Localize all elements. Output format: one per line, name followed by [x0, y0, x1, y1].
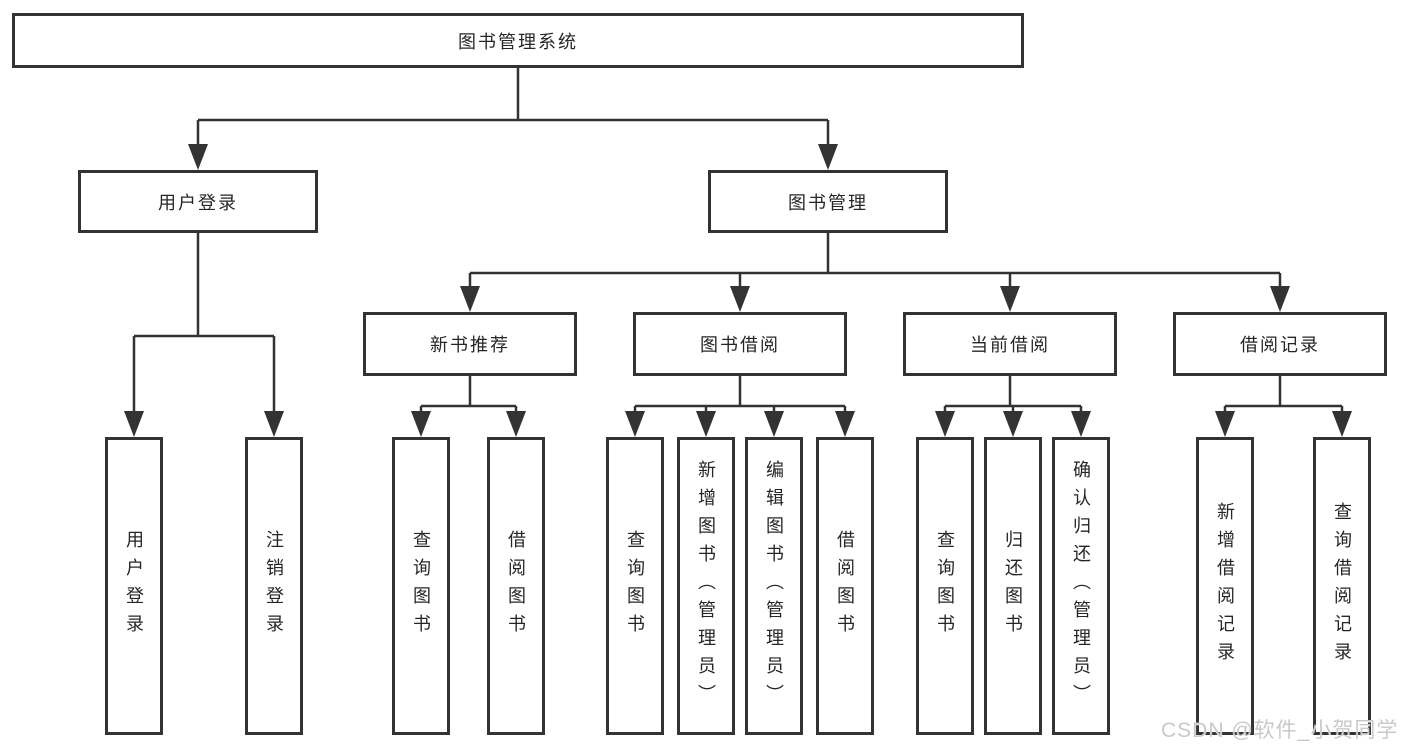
node-label: 归还图书	[1003, 530, 1023, 642]
leaf-edit-books-admin: 编辑图书（管理员）	[745, 437, 803, 735]
node-label: 当前借阅	[970, 335, 1050, 355]
node-user-login: 用户登录	[78, 170, 318, 233]
node-label: 注销登录	[264, 530, 284, 642]
node-label: 查询图书	[411, 530, 431, 642]
node-new-book-recommend: 新书推荐	[363, 312, 577, 376]
node-label: 借阅图书	[835, 530, 855, 642]
node-label: 查询图书	[935, 530, 955, 642]
node-library-management-system: 图书管理系统	[12, 13, 1024, 68]
leaf-logout: 注销登录	[245, 437, 303, 735]
node-label: 查询图书	[625, 530, 645, 642]
node-label: 查询借阅记录	[1332, 502, 1352, 670]
node-book-management: 图书管理	[708, 170, 948, 233]
node-label: 确认归还（管理员）	[1071, 460, 1091, 712]
leaf-query-books: 查询图书	[392, 437, 450, 735]
node-label: 用户登录	[124, 530, 144, 642]
leaf-borrow-books: 借阅图书	[816, 437, 874, 735]
node-label: 借阅记录	[1240, 335, 1320, 355]
node-label: 借阅图书	[506, 530, 526, 642]
node-book-borrow: 图书借阅	[633, 312, 847, 376]
node-label: 图书管理	[788, 192, 868, 213]
leaf-query-borrow-record: 查询借阅记录	[1313, 437, 1371, 735]
leaf-confirm-return-admin: 确认归还（管理员）	[1052, 437, 1110, 735]
node-borrow-records: 借阅记录	[1173, 312, 1387, 376]
leaf-user-login: 用户登录	[105, 437, 163, 735]
node-label: 图书管理系统	[458, 31, 578, 52]
node-label: 用户登录	[158, 192, 238, 213]
leaf-return-books: 归还图书	[984, 437, 1042, 735]
leaf-query-books: 查询图书	[606, 437, 664, 735]
node-label: 编辑图书（管理员）	[764, 460, 784, 712]
leaf-add-books-admin: 新增图书（管理员）	[677, 437, 735, 735]
node-current-borrow: 当前借阅	[903, 312, 1117, 376]
leaf-borrow-books: 借阅图书	[487, 437, 545, 735]
node-label: 图书借阅	[700, 335, 780, 355]
leaf-add-borrow-record: 新增借阅记录	[1196, 437, 1254, 735]
node-label: 新增借阅记录	[1215, 502, 1235, 670]
leaf-query-books: 查询图书	[916, 437, 974, 735]
node-label: 新增图书（管理员）	[696, 460, 716, 712]
node-label: 新书推荐	[430, 335, 510, 355]
csdn-watermark: CSDN @软件_小贺同学	[1161, 719, 1399, 742]
